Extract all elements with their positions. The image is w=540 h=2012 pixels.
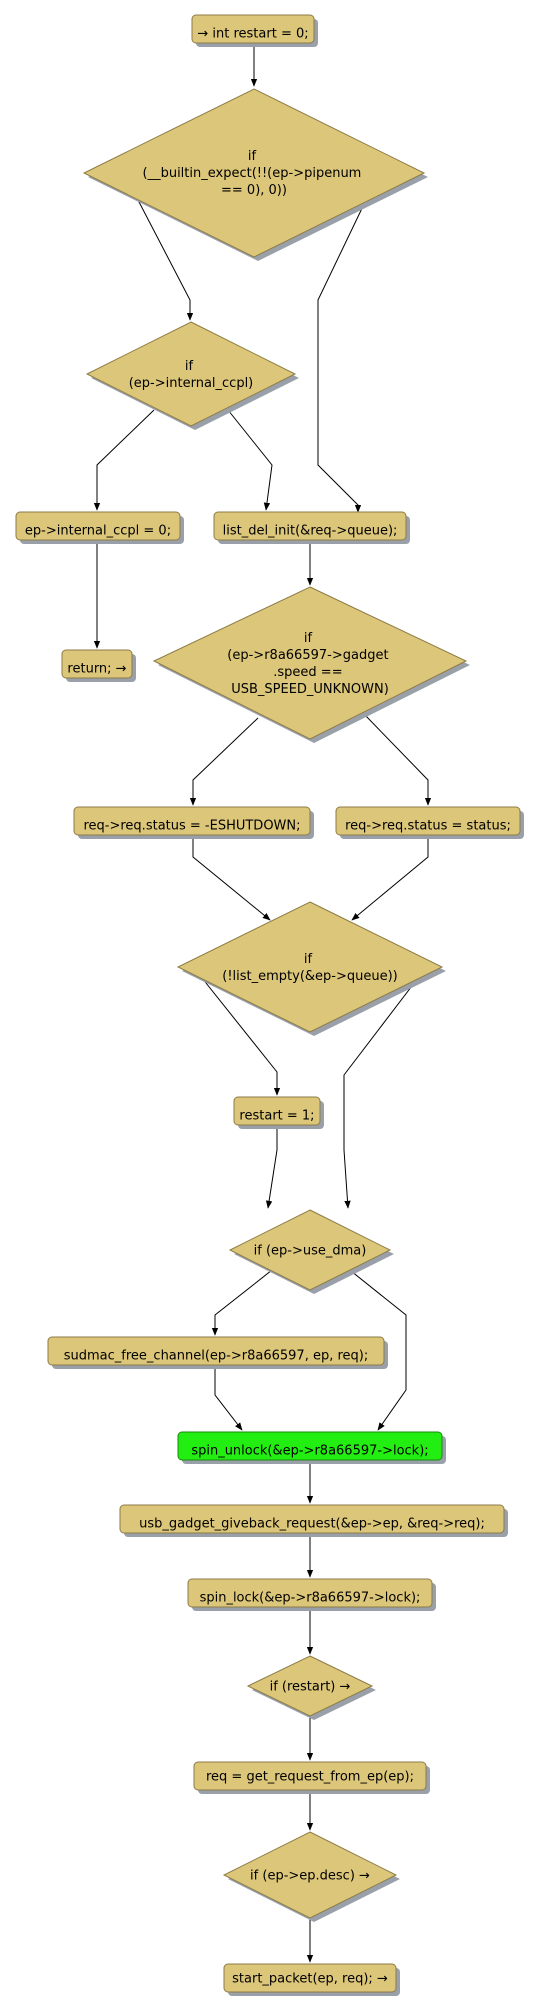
edge-pipenum-to-if-internal-ccpl xyxy=(137,199,194,321)
status-eshutdown-label: req->req.status = -ESHUTDOWN; xyxy=(83,819,300,834)
status-status-node: req->req.status = status; xyxy=(335,806,524,839)
if-pipenum-line-2: (__builtin_expect(!!(ep->pipenum xyxy=(143,166,362,181)
if-speed-line-4: USB_SPEED_UNKNOWN) xyxy=(231,682,389,697)
set-internal-ccpl-label: ep->internal_ccpl = 0; xyxy=(25,524,171,539)
get-request-label: req = get_request_from_ep(ep); xyxy=(206,1770,414,1785)
return-node: return; → xyxy=(61,649,136,682)
return-label: return; → xyxy=(67,662,126,677)
if-pipenum-line-1: if xyxy=(248,149,257,164)
edge-sudmac-to-spin-unlock xyxy=(214,1368,243,1431)
if-list-empty-diamond: if (!list_empty(&ep->queue)) xyxy=(176,901,446,1036)
spin-unlock-label: spin_unlock(&ep->r8a66597->lock); xyxy=(191,1444,428,1459)
if-internal-ccpl-line-2: (ep->internal_ccpl) xyxy=(129,376,254,391)
sudmac-free-label: sudmac_free_channel(ep->r8a66597, ep, re… xyxy=(64,1349,369,1364)
if-speed-diamond: if (ep->r8a66597->gadget .speed == USB_S… xyxy=(152,586,470,743)
edge-pipenum-to-list-del-init xyxy=(317,199,367,513)
get-request-node: req = get_request_from_ep(ep); xyxy=(193,1761,430,1794)
svg-text:if (!list_empty(&ep->q: if (!list_empty(&ep->queue)) xyxy=(222,952,398,984)
if-list-empty-line-1: if xyxy=(304,952,313,967)
if-speed-line-3: .speed == xyxy=(273,665,342,680)
edge-internal-ccpl-to-set-ccpl xyxy=(93,409,155,511)
if-pipenum-diamond: if (__builtin_expect(!!(ep->pipenum == 0… xyxy=(82,88,428,261)
spin-lock-node: spin_lock(&ep->r8a66597->lock); xyxy=(187,1578,436,1611)
edge-list-empty-to-if-use-dma xyxy=(343,977,419,1209)
svg-text:if (__builtin_expect(!: if (__builtin_expect(!!(ep->pipenum == 0… xyxy=(143,149,366,198)
if-speed-line-1: if xyxy=(304,631,313,646)
if-internal-ccpl-line-1: if xyxy=(185,359,194,374)
edge-internal-ccpl-to-list-del-init xyxy=(227,409,273,511)
if-pipenum-line-3: == 0), 0)) xyxy=(221,183,287,198)
edge-use-dma-to-spin-unlock xyxy=(335,1258,407,1431)
spin-unlock-node: spin_unlock(&ep->r8a66597->lock); xyxy=(177,1431,446,1464)
start-packet-node: start_packet(ep, req); → xyxy=(223,1963,400,1996)
edge-use-dma-to-sudmac xyxy=(211,1258,287,1336)
list-del-init-node: list_del_init(&req->queue); xyxy=(213,511,410,544)
start-node: → int restart = 0; xyxy=(191,14,318,47)
if-restart-diamond: if (restart) → xyxy=(246,1655,376,1720)
list-del-init-label: list_del_init(&req->queue); xyxy=(223,524,398,539)
spin-lock-label: spin_lock(&ep->r8a66597->lock); xyxy=(200,1591,421,1606)
nodes: → int restart = 0; if (__builtin_expect(… xyxy=(15,14,524,1996)
if-speed-line-2: (ep->r8a66597->gadget xyxy=(227,648,388,663)
if-list-empty-line-2: (!list_empty(&ep->queue)) xyxy=(222,969,398,984)
svg-text:if (ep->r8a66597->gadg: if (ep->r8a66597->gadget .speed == USB_S… xyxy=(227,631,392,697)
edge-speed-to-eshutdown xyxy=(189,717,259,806)
start-node-label: → int restart = 0; xyxy=(197,27,308,42)
edge-speed-to-status xyxy=(363,713,432,806)
svg-text:if (ep->internal_ccpl): if (ep->internal_ccpl) xyxy=(129,359,254,391)
giveback-node: usb_gadget_giveback_request(&ep->ep, &re… xyxy=(119,1504,508,1537)
edge-status-to-if-list-empty xyxy=(351,838,429,921)
sudmac-free-node: sudmac_free_channel(ep->r8a66597, ep, re… xyxy=(47,1336,388,1369)
start-packet-label: start_packet(ep, req); → xyxy=(232,1972,388,1987)
restart-1-node: restart = 1; xyxy=(233,1096,324,1129)
edge-list-empty-to-restart-1 xyxy=(201,977,281,1096)
restart-1-label: restart = 1; xyxy=(239,1109,314,1124)
set-internal-ccpl-node: ep->internal_ccpl = 0; xyxy=(15,511,184,544)
status-status-label: req->req.status = status; xyxy=(345,819,511,834)
status-eshutdown-node: req->req.status = -ESHUTDOWN; xyxy=(73,806,314,839)
edge-restart-1-to-if-use-dma xyxy=(265,1127,278,1209)
edges xyxy=(93,41,432,1963)
if-restart-label: if (restart) → xyxy=(270,1680,351,1695)
if-use-dma-label: if (ep->use_dma) xyxy=(254,1244,367,1259)
if-desc-diamond: if (ep->ep.desc) → xyxy=(222,1831,400,1922)
giveback-label: usb_gadget_giveback_request(&ep->ep, &re… xyxy=(139,1517,485,1532)
edge-eshutdown-to-if-list-empty xyxy=(192,838,271,921)
if-desc-label: if (ep->ep.desc) → xyxy=(250,1869,370,1884)
if-use-dma-diamond: if (ep->use_dma) xyxy=(228,1209,394,1294)
if-internal-ccpl-diamond: if (ep->internal_ccpl) xyxy=(85,321,299,430)
